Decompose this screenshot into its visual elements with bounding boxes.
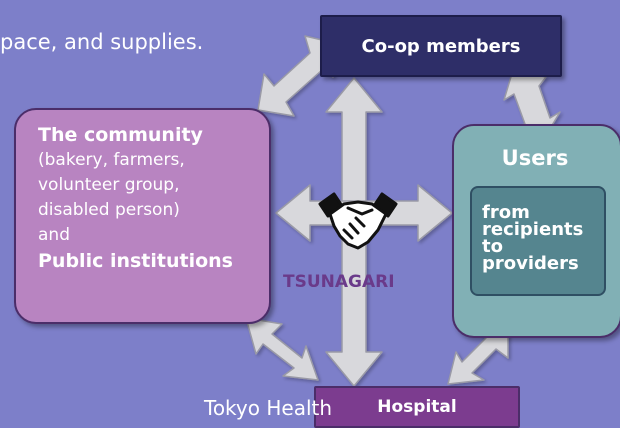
community-line: (bakery, farmers,	[38, 150, 185, 170]
tsunagari-label: TSUNAGARI	[283, 272, 395, 292]
users-title: Users	[501, 146, 569, 170]
handshake-icon	[318, 192, 398, 250]
community-line: volunteer group,	[38, 175, 180, 195]
hospital-box: Hospital	[314, 386, 520, 428]
users-role-line: to	[482, 236, 503, 257]
co-op-members-label: Co-op members	[361, 35, 521, 57]
arrow-community-hospital	[245, 317, 319, 381]
community-title: The community	[38, 124, 203, 146]
public-institutions-label: Public institutions	[38, 250, 233, 272]
community-box: The community (bakery, farmers, voluntee…	[14, 108, 271, 324]
users-role-box: from recipients to providers	[470, 186, 606, 296]
co-op-members-box: Co-op members	[320, 15, 562, 77]
footer-label: Tokyo Health	[204, 396, 333, 420]
users-role-line: from	[482, 202, 530, 223]
cut-off-header-text: pace, and supplies.	[0, 30, 204, 54]
users-role-line: providers	[482, 253, 579, 274]
hospital-label: Hospital	[377, 397, 457, 417]
users-role-line: recipients	[482, 219, 584, 240]
community-line: disabled person)	[38, 200, 180, 220]
community-line: and	[38, 225, 70, 245]
